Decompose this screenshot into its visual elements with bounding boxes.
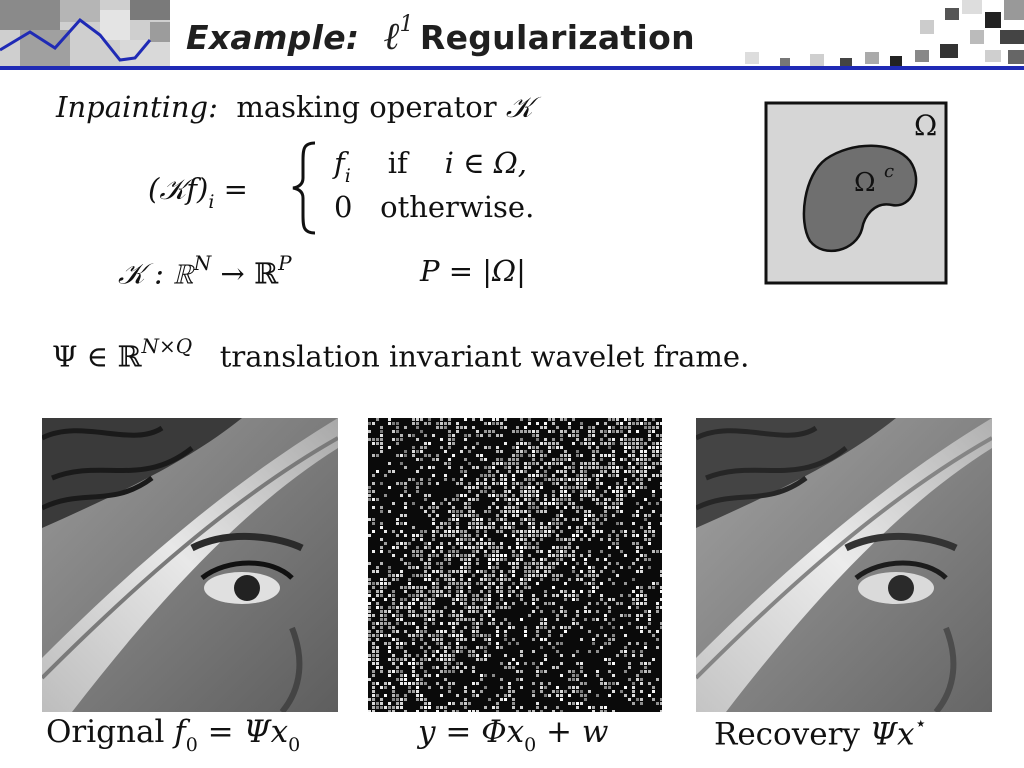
psi-symbol: Ψ ∈ ℝ xyxy=(52,339,142,374)
omega-inner-sup: c xyxy=(884,161,894,182)
caption-recovery-math: Ψx xyxy=(869,716,915,753)
caption-recovery-sup: ⋆ xyxy=(914,711,927,735)
title-ell: ℓ xyxy=(383,14,400,58)
operator-symbol: 𝒦 xyxy=(505,90,533,124)
caption-original-word: Orignal xyxy=(46,714,165,750)
mapping-arrow: → ℝ xyxy=(211,256,279,291)
case1-cond: if xyxy=(387,146,408,180)
omega-complement-region xyxy=(802,144,918,253)
mapping-domain: 𝒦 : ℝ xyxy=(118,256,194,291)
case1-value: f xyxy=(334,146,345,180)
omega-diagram: Ω Ω c xyxy=(764,101,948,285)
case2-cond: otherwise. xyxy=(380,190,535,224)
lhs-equals: = xyxy=(223,172,248,206)
mapping-sup-n: N xyxy=(193,251,212,275)
omega-outer-label: Ω xyxy=(914,109,937,142)
caption-original-sub2: 0 xyxy=(288,734,301,757)
original-image xyxy=(42,418,338,712)
case1-value-sub: i xyxy=(344,164,351,187)
title-underline xyxy=(0,66,1024,70)
inpainting-line: Inpainting: masking operator 𝒦 xyxy=(56,90,533,125)
header-decoration xyxy=(0,0,1024,66)
inpainting-label: Inpainting: xyxy=(56,90,218,124)
masked-image xyxy=(368,418,662,712)
case1-set: i ∈ Ω, xyxy=(444,146,528,180)
psi-definition: Ψ ∈ ℝN×Q translation invariant wavelet f… xyxy=(52,334,750,374)
caption-masked-main: y = Φx xyxy=(418,714,525,750)
lhs-expr: (𝒦f) xyxy=(148,172,209,206)
case-row-1: fi if i ∈ Ω, xyxy=(334,146,528,187)
inpainting-text: masking operator xyxy=(236,90,497,124)
caption-original: Orignal f0 = Ψx0 xyxy=(46,714,301,757)
omega-inner-label: Ω xyxy=(854,168,876,198)
mapping-sup-p: P xyxy=(278,251,292,275)
recovery-image xyxy=(696,418,992,712)
caption-original-f: f xyxy=(174,714,186,750)
psi-sup: N×Q xyxy=(141,334,193,358)
title-ell-symbol: ℓ1 xyxy=(383,12,414,58)
left-brace-icon xyxy=(292,141,316,235)
masked-photo xyxy=(368,418,662,712)
caption-masked-sub: 0 xyxy=(524,734,537,757)
caption-recovery-word: Recovery xyxy=(714,716,860,753)
caption-original-eq: = Ψx xyxy=(197,714,289,750)
caption-masked: y = Φx0 + w xyxy=(418,714,609,757)
case-row-2: 0 otherwise. xyxy=(334,190,534,224)
caption-original-sub: 0 xyxy=(185,734,198,757)
recovery-photo xyxy=(696,418,992,712)
psi-text: translation invariant wavelet frame. xyxy=(219,339,750,374)
title-main: Regularization xyxy=(419,18,695,57)
lhs-sub: i xyxy=(208,190,215,213)
title-prefix: Example: xyxy=(186,18,360,57)
original-photo xyxy=(42,418,338,712)
caption-masked-end: + w xyxy=(536,714,609,750)
title-ell-sup: 1 xyxy=(399,12,414,38)
case2-value: 0 xyxy=(334,190,353,224)
operator-mapping: 𝒦 : ℝN → ℝP xyxy=(118,251,292,292)
piecewise-lhs: (𝒦f)i = xyxy=(148,172,248,213)
caption-recovery: Recovery Ψx⋆ xyxy=(714,711,927,753)
p-definition: P = |Ω| xyxy=(420,254,526,288)
